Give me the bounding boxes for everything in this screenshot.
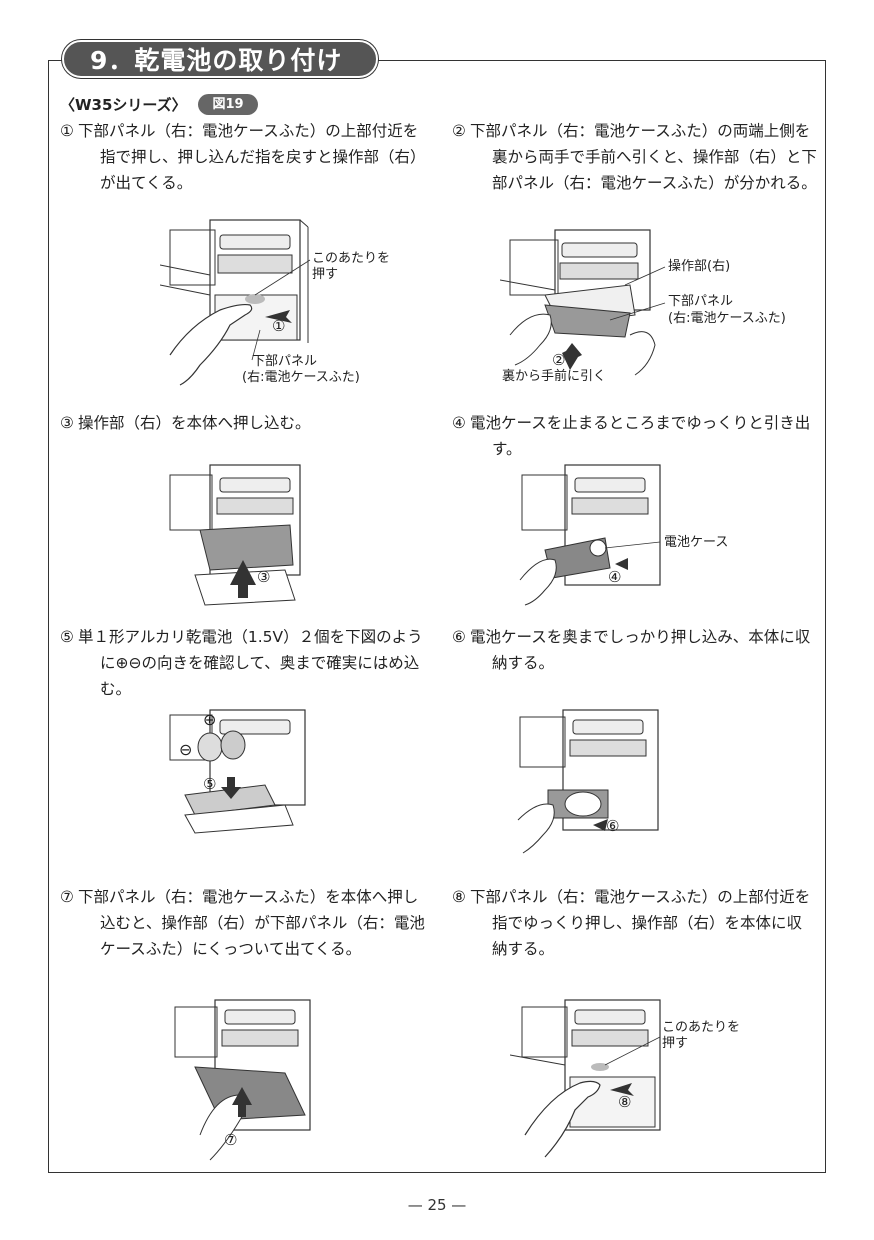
fig5-plus-sign: ⊕ [203,710,216,729]
step-2: ② 下部パネル（右：電池ケースふた）の両端上側を裏から両手で手前へ引くと、操作部… [452,118,817,196]
step-number: ⑥ [452,628,466,646]
step-7: ⑦ 下部パネル（右：電池ケースふた）を本体へ押し込むと、操作部（右）が下部パネル… [60,884,425,962]
step-6: ⑥ 電池ケースを奥までしっかり押し込み、本体に収納する。 [452,624,817,676]
fig1-step-marker: ① [272,317,285,335]
step-5: ⑤ 単１形アルカリ乾電池（1.5V）２個を下図のように⊕⊖の向きを確認して、奥ま… [60,624,425,702]
illustration-step-1: このあたりを 押す ① 下部パネル (右:電池ケースふた) [160,215,410,390]
fig4-case-label: 電池ケース [664,535,728,550]
step-text: 下部パネル（右：電池ケースふた）の上部付近を指で押し、押し込んだ指を戻すと操作部… [78,122,419,192]
step-text: 下部パネル（右：電池ケースふた）の上部付近を指でゆっくり押し、操作部（右）を本体… [470,888,811,958]
fig8-press-label-2: 押す [662,1036,688,1051]
fig5-step-marker: ⑤ [203,775,216,793]
fig2-panel-label-2: (右:電池ケースふた) [668,311,786,326]
fig1-press-label: このあたりを [312,251,390,266]
illustration-step-3: ③ [165,460,315,610]
step-1: ① 下部パネル（右：電池ケースふた）の上部付近を指で押し、押し込んだ指を戻すと操… [60,118,425,196]
illustration-step-7: ⑦ [170,995,320,1165]
series-label: 〈W35シリーズ〉 [60,96,187,114]
step-text: 電池ケースを奥までしっかり押し込み、本体に収納する。 [470,628,811,672]
step-number: ⑧ [452,888,466,906]
fig2-panel-label: 下部パネル [668,294,733,309]
fig5-minus-sign: ⊖ [179,740,192,759]
fig2-pull-label: 裏から手前に引く [502,368,606,384]
illustration-step-2: 操作部(右) 下部パネル (右:電池ケースふた) ② 裏から手前に引く [500,225,810,390]
section-title: 9．乾電池の取り付け [62,40,378,78]
fig1-press-label-2: 押す [312,267,338,282]
fig1-panel-label: 下部パネル [252,354,317,369]
section-frame [48,60,826,1173]
fig3-step-marker: ③ [257,568,270,586]
fig4-step-marker: ④ [608,568,621,586]
illustration-step-6: ⑥ [508,705,668,860]
step-number: ② [452,122,466,140]
step-number: ④ [452,414,466,432]
step-3: ③ 操作部（右）を本体へ押し込む。 [60,410,425,436]
step-text: 操作部（右）を本体へ押し込む。 [78,414,311,432]
fig2-op-label: 操作部(右) [668,258,730,274]
illustration-step-4: 電池ケース ④ [510,460,800,610]
step-8: ⑧ 下部パネル（右：電池ケースふた）の上部付近を指でゆっくり押し、操作部（右）を… [452,884,817,962]
step-text: 電池ケースを止まるところまでゆっくりと引き出す。 [470,414,811,458]
illustration-step-5: ⊕ ⊖ ⑤ [165,705,320,835]
step-text: 下部パネル（右：電池ケースふた）を本体へ押し込むと、操作部（右）が下部パネル（右… [78,888,425,958]
fig1-panel-label-2: (右:電池ケースふた) [242,370,360,385]
step-number: ⑦ [60,888,74,906]
step-text: 下部パネル（右：電池ケースふた）の両端上側を裏から両手で手前へ引くと、操作部（右… [470,122,817,192]
step-number: ⑤ [60,628,74,646]
illustration-step-8: このあたりを 押す ⑧ [510,995,770,1165]
fig7-step-marker: ⑦ [224,1131,237,1149]
fig8-step-marker: ⑧ [618,1093,631,1111]
fig6-step-marker: ⑥ [606,817,619,835]
figure-badge: 図19 [198,94,258,115]
page-number: — 25 — [407,1196,467,1214]
step-number: ③ [60,414,74,432]
step-number: ① [60,122,74,140]
fig2-step-marker: ② [552,351,565,369]
fig8-press-label: このあたりを [662,1020,740,1035]
step-text: 単１形アルカリ乾電池（1.5V）２個を下図のように⊕⊖の向きを確認して、奥まで確… [78,628,423,698]
step-4: ④ 電池ケースを止まるところまでゆっくりと引き出す。 [452,410,817,462]
